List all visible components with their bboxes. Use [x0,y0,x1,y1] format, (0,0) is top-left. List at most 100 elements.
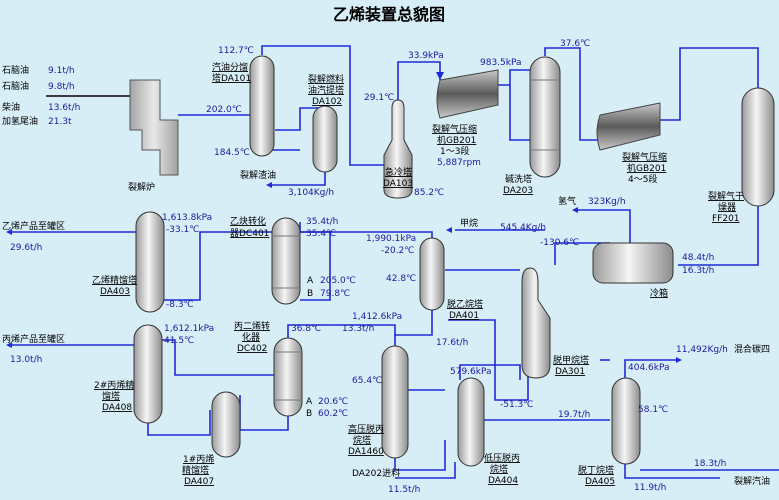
da101-label-1: 汽油分馏 [212,61,248,73]
da101-label-2: 塔DA101 [212,72,251,84]
propylene-flow: 13.0t/h [10,355,42,365]
dc401-point-a: 205.0℃ [320,276,356,286]
da101-side-temp: 202.0℃ [206,105,242,115]
gasoline-flow-1: 18.3t/h [694,459,726,469]
da401-mid-temp: 42.8℃ [386,274,416,284]
da403-top-temp: -33.1℃ [166,225,199,235]
column-da301[interactable] [521,267,551,379]
da103-bottom-temp: 85.2℃ [414,188,444,198]
da403-pressure: 1,613.8kPa [162,213,212,223]
da202-feed-label: DA202进料 [352,467,400,479]
da301-label-2: DA301 [555,367,585,377]
column-da103[interactable] [383,99,413,199]
cracking-furnace[interactable] [129,79,179,176]
feed-naphtha-2-name: 石脑油 [2,80,29,92]
da408-label-3: DA408 [102,403,132,413]
column-da404[interactable] [457,377,485,467]
da101-top-temp: 112.7℃ [218,46,254,56]
da403-label-2: DA403 [100,287,130,297]
ff201-flow-1: 48.4t/h [682,253,714,263]
dc402-flow: 13.3t/h [342,324,374,334]
gb201-outlet-pressure: 983.5kPa [480,58,522,68]
dc401-label-1: 乙炔转化 [230,215,266,227]
da401-bottom-flow: 17.6t/h [436,338,468,348]
da405-mid-temp: 58.1℃ [638,405,668,415]
da103-label-2: DA103 [383,179,413,189]
column-da405[interactable] [611,377,641,465]
column-da101[interactable] [249,55,275,157]
cold-box-label: 冷箱 [650,287,668,299]
da102-flow: 3,104Kg/h [288,188,334,198]
da1460-pressure: 1,412.6kPa [352,312,402,322]
da202-feed-flow: 11.5t/h [388,485,420,495]
dc401-temp: 35.4℃ [306,229,336,239]
column-da1460[interactable] [381,345,409,459]
da408-top-temp: 41.5℃ [164,336,194,346]
dryer-ff201[interactable] [741,87,775,207]
gb201-a-label-3: 1～3段 [440,145,469,157]
da407-label-1: 1#丙烯 [183,453,214,465]
ff201-flow-2: 16.3t/h [682,266,714,276]
feed-naphtha-1-name: 石脑油 [2,64,29,76]
compressor-gb201-b[interactable] [596,102,661,151]
methane-label: 甲烷 [460,217,478,229]
ff201-label-1: 裂解气干 [708,190,744,202]
feed-hydro-tail-value: 21.3t [48,117,72,127]
mixed-c4-label: 混合碳四 [734,343,770,355]
dc401-flow: 35.4t/h [306,217,338,227]
column-da203[interactable] [529,56,561,178]
hydrogen-flow: 323Kg/h [588,197,626,207]
da405-label-1: 脱丁烷塔 [578,464,614,476]
da102-label-1: 裂解燃料 [308,73,344,85]
methane-flow: 545.4Kg/h [500,223,546,233]
gb201-b-label-1: 裂解气压缩 [622,151,667,163]
da203-label-1: 碱洗塔 [505,173,532,185]
dc402-point-b: 60.2℃ [318,409,348,419]
da401-top-temp: -20.2℃ [381,246,414,256]
da407-label-3: DA407 [184,477,214,487]
da405-pressure: 404.6kPa [628,363,670,373]
reactor-dc401[interactable] [271,217,301,305]
da408-label-2: 馏塔 [102,390,120,402]
page-title: 乙烯装置总貌图 [333,5,445,24]
feed-naphtha-1-value: 9.1t/h [48,66,75,76]
dc401-label-2: 器DC401 [230,228,269,239]
gb201-rpm: 5,887rpm [437,158,481,168]
pyrolysis-gasoline-label: 裂解汽油 [734,475,770,487]
dc401-point-b-label: B [307,289,313,299]
feed-hydro-tail-name: 加氢尾油 [2,115,38,127]
da301-bottom-temp: -51.3℃ [500,400,533,410]
da407-label-2: 精馏塔 [182,464,209,476]
da401-label-1: 脱乙烷塔 [447,298,483,310]
da103-top-temp: 29.1℃ [364,93,394,103]
dc402-point-a-label: A [306,397,313,407]
da1460-mid-temp: 65.4℃ [352,376,382,386]
ethylene-product-label: 乙烯产品至罐区 [2,220,65,232]
dc401-point-b: 79.8℃ [320,289,350,299]
da102-label-3: DA102 [312,97,342,107]
column-da102[interactable] [312,105,338,173]
dc402-label-1: 丙二烯转 [234,320,270,332]
da405-label-2: DA405 [585,477,615,487]
compressor-gb201-a[interactable] [436,69,499,119]
column-da401[interactable] [419,237,445,311]
dc402-label-2: 化器 [242,331,260,343]
column-da408[interactable] [133,324,163,424]
column-da403[interactable] [135,211,165,313]
da1460-label-1: 高压脱丙 [348,423,384,435]
column-da407[interactable] [211,391,241,458]
da1460-label-2: 烷塔 [353,434,371,446]
hydrogen-label: 氢气 [558,195,576,207]
da103-label-1: 急冷塔 [385,166,412,178]
reactor-dc402[interactable] [273,337,303,417]
dc402-label-3: DC402 [237,344,267,354]
cold-temp: -130.6℃ [540,238,579,248]
cold-box[interactable] [592,242,674,284]
feed-diesel-value: 13.6t/h [48,103,80,113]
da408-pressure: 1,612.1kPa [164,324,214,334]
propylene-product-label: 丙烯产品至罐区 [2,333,65,345]
da404-label-3: DA404 [488,476,518,486]
dc402-temp: 36.8℃ [291,324,321,334]
ethylene-flow: 29.6t/h [10,243,42,253]
da203-top-temp: 37.6℃ [560,39,590,49]
